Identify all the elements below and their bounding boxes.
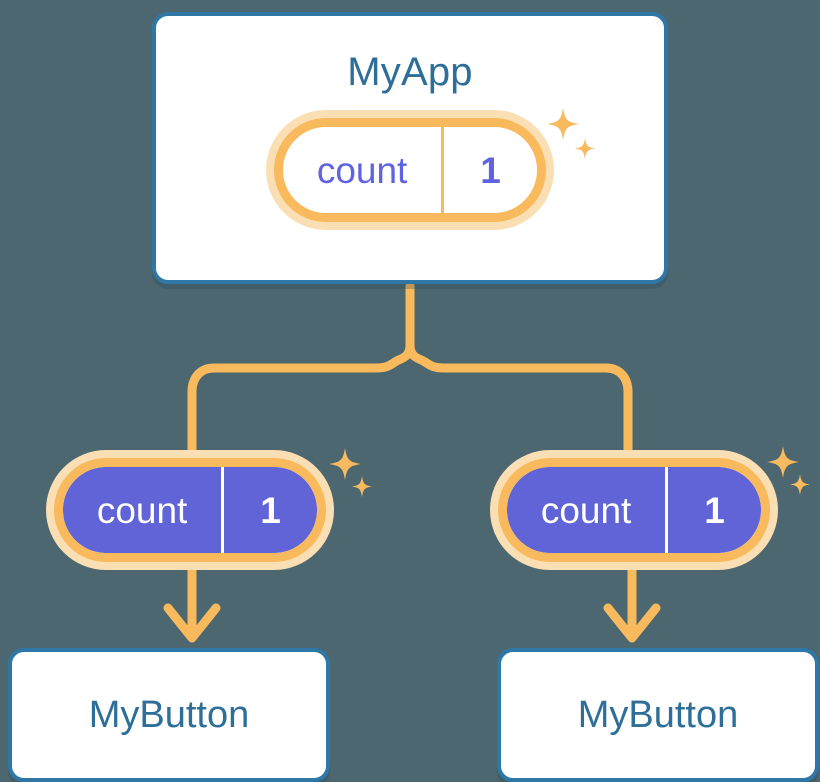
state-badge-ring: count 1	[498, 458, 770, 562]
state-badge-child-right[interactable]: count 1	[490, 450, 778, 570]
page-title: MyApp	[347, 50, 473, 94]
connector-branch-tree-right	[405, 340, 633, 455]
state-value-label: 1	[441, 127, 537, 213]
mybutton-label: MyButton	[88, 694, 250, 736]
state-badge-body: count 1	[283, 127, 537, 213]
connector-branch-tree	[187, 281, 415, 455]
sparkle-small-icon	[790, 474, 810, 495]
state-badge-child-left[interactable]: count 1	[46, 450, 334, 570]
state-key-label: count	[63, 467, 222, 553]
state-badge-body: count 1	[507, 467, 761, 553]
state-value-label: 1	[221, 467, 317, 553]
state-value-label: 1	[665, 467, 761, 553]
state-badge-body: count 1	[63, 467, 317, 553]
state-badge-ring: count 1	[274, 118, 546, 222]
state-key-label: count	[316, 149, 408, 191]
state-key-label: count	[507, 467, 666, 553]
arrow-head-right	[603, 603, 661, 643]
mybutton-label: MyButton	[577, 694, 739, 736]
arrow-head-left	[163, 603, 221, 643]
state-badge-ring: count 1	[54, 458, 326, 562]
component-card-mybutton-right[interactable]: MyButton	[497, 648, 819, 782]
component-card-mybutton-left[interactable]: MyButton	[8, 648, 330, 782]
sparkle-large-icon	[767, 446, 799, 478]
state-badge-root[interactable]: count 1	[266, 110, 554, 230]
sparkle-large-icon	[329, 448, 361, 480]
sparkle-small-icon	[352, 476, 372, 497]
